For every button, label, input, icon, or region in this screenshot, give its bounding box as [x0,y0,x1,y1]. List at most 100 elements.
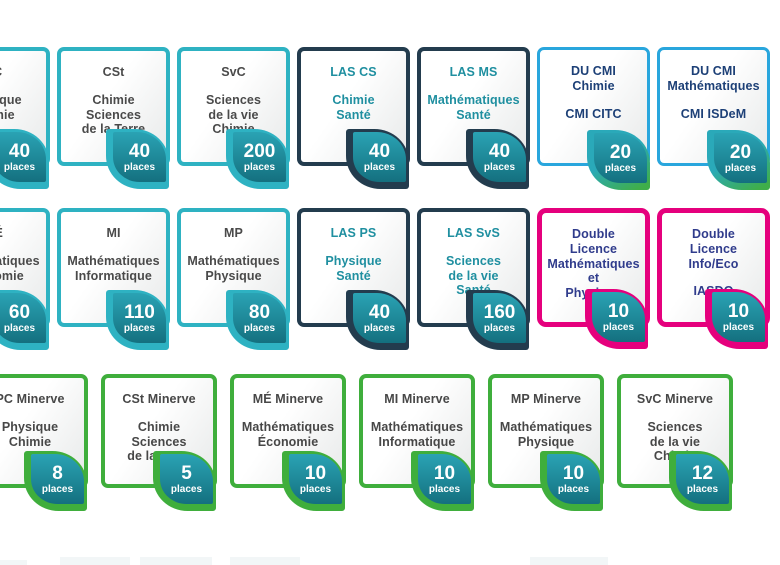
card-title: CSt [102,65,125,79]
places-label: places [557,483,590,495]
card-text: MI Mathématiques Informatique [61,212,166,283]
places-label: places [428,483,461,495]
places-number: 40 [488,140,511,162]
places-number: 10 [607,300,630,322]
card-body: Physique Santé [325,253,382,283]
cutoff-card-remnant [0,560,27,565]
card-title: Double Licence Info/Eco [688,227,739,271]
card-body: Mathématiques Physique [499,419,593,449]
card-body: Mathématiques Informatique [67,253,160,283]
cutoff-card-remnant [60,557,130,565]
card-body: Mathématiques Informatique [370,419,464,449]
card-title: SvC [221,65,246,79]
places-label: places [3,161,36,173]
places-label: places [170,483,203,495]
places-label: places [604,162,637,174]
places-label: places [243,322,276,334]
places-label: places [3,322,36,334]
card-title: MP Minerve [510,392,582,406]
card-title: MI [106,226,121,240]
places-label: places [123,322,156,334]
card-title: MP [224,226,243,240]
places-label: places [686,483,719,495]
card-title: MI Minerve [384,392,450,406]
card-title: DU CMI Chimie [570,64,617,93]
places-number: 40 [8,140,31,162]
card-title: PC [0,65,44,80]
cutoff-card-remnant [140,557,212,565]
places-number: 60 [8,301,31,323]
card-title: MÉ [0,226,44,241]
card-body: Mathématiques Physique [187,253,280,283]
card-text: Double Licence Info/EcoIASDO [662,213,765,299]
places-number: 8 [52,462,63,484]
card-body: Mathématiques Économie [0,253,40,283]
places-number: 20 [729,141,752,163]
places-number: 40 [368,140,391,162]
card-title: SvC Minerve [636,392,714,406]
card-text: MÉ Mathématiques Économie [0,212,46,283]
program-card-DL-Maths-Physique: Double Licence Mathématiques et Physique… [537,208,650,349]
card-body: Mathématiques Économie [241,419,335,449]
card-title: DU CMI Mathématiques [667,64,760,93]
places-label: places [483,161,516,173]
places-number: 200 [243,140,276,162]
places-number: 160 [483,301,516,323]
card-text: Double Licence Mathématiques et Physique [542,213,645,301]
cutoff-card-remnant [530,557,608,565]
places-number: 10 [304,462,327,484]
card-row-2: MÉMathématiques Économie60placesMIMathém… [0,208,770,350]
cutoff-card-remnant [230,557,300,565]
card-body: Physique Chimie [1,419,59,449]
places-number: 10 [727,300,750,322]
card-body: Physique Chimie [0,92,22,122]
